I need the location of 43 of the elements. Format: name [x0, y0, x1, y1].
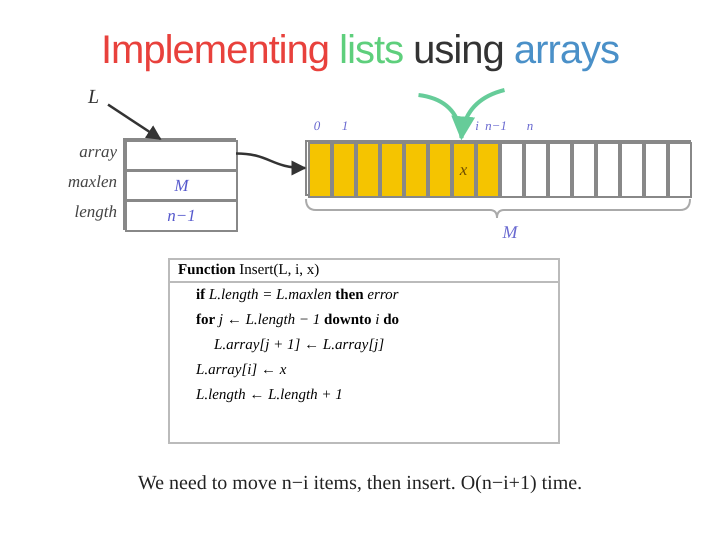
field-name: length — [74, 202, 117, 222]
field-name: maxlen — [66, 172, 117, 192]
array-cell — [380, 142, 404, 198]
index-label: n — [526, 118, 534, 134]
arrow — [107, 104, 162, 140]
caption: We need to move n−i items, then insert. O(n−i+1) time. — [136, 472, 584, 495]
variable-label: L — [88, 86, 108, 110]
array-cell: x — [452, 142, 476, 198]
array-box — [305, 140, 691, 196]
arrow — [236, 152, 306, 175]
array-cell — [548, 142, 572, 198]
function-heading: Function Insert(L, i, x) — [170, 260, 558, 283]
array-cell — [428, 142, 452, 198]
code-line: for j ← L.length − 1 downto i do — [195, 311, 400, 330]
code-line: if L.length = L.maxlen then error — [195, 286, 400, 305]
size-label: M — [502, 222, 518, 243]
array-cell — [476, 142, 500, 198]
index-label: i — [475, 118, 479, 134]
array-cell — [356, 142, 380, 198]
index-label: 1 — [342, 118, 348, 134]
index-label: 0 — [314, 118, 320, 134]
array-cell — [668, 142, 692, 198]
field-cell: M — [125, 170, 238, 201]
array-cell — [500, 142, 524, 198]
array-cell — [572, 142, 596, 198]
array-cell — [596, 142, 620, 198]
record-box — [123, 138, 236, 230]
field-cell — [125, 140, 238, 171]
array-cell — [332, 142, 356, 198]
arrow — [416, 88, 506, 140]
title: Implementing lists using arrays — [100, 28, 620, 73]
array-cell — [644, 142, 668, 198]
code-line: L.length ← L.length + 1 — [194, 386, 344, 405]
field-name: array — [78, 142, 117, 162]
index-label: n−1 — [485, 118, 507, 134]
array-cell — [308, 142, 332, 198]
algorithm-box — [168, 258, 560, 444]
array-cell — [620, 142, 644, 198]
field-cell: n−1 — [125, 200, 238, 232]
code-line: L.array[j + 1] ← L.array[j] — [212, 336, 386, 355]
array-cell — [524, 142, 548, 198]
array-cell — [404, 142, 428, 198]
code-line: L.array[i] ← x — [194, 361, 288, 380]
